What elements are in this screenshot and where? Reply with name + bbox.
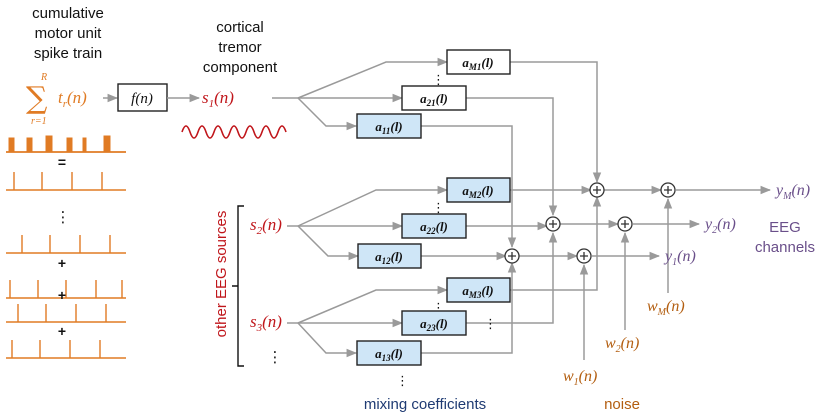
cortical-title-line-1: cortical [216, 19, 264, 36]
spike-train-title-line-3: spike train [34, 45, 102, 62]
plus-sign: + [58, 323, 66, 339]
coef-dots: ⋮ [432, 201, 445, 216]
arrow-s2-to-a12 [297, 225, 360, 261]
sum-node-icon [589, 182, 605, 198]
coef-box-aM2 [446, 177, 511, 203]
a23-to-sum2 [466, 231, 558, 324]
sum-node-icon [545, 216, 561, 232]
spike-bar [8, 137, 15, 153]
spike-bar [26, 137, 33, 153]
spike-train-2 [6, 235, 126, 254]
spike-train-5 [6, 340, 126, 359]
noise-wM: wM(n) [647, 298, 685, 318]
coef-a12: a12(l) [375, 249, 403, 266]
sum-node-icon [660, 182, 676, 198]
eeg-channels-line-2: channels [755, 239, 815, 256]
noise-w2: w2(n) [605, 335, 639, 355]
other-sources-label: other EEG sources [213, 211, 230, 338]
coef-box-aM3 [446, 277, 511, 303]
plus-sign: + [58, 287, 66, 303]
coef-dots: ⋮ [432, 73, 445, 88]
source-s3: s3(n) [250, 312, 282, 334]
coef-a11: a11(l) [375, 119, 402, 136]
spike-train-1 [6, 172, 126, 191]
coef-box-a11 [356, 113, 422, 139]
a13-to-sum1 [421, 261, 517, 354]
aM3-to-sumM [510, 195, 602, 291]
a21-to-sum2 [466, 97, 558, 217]
sum-lower-limit: r=1 [31, 116, 47, 127]
spike-train-title: cumulative motor unit spike train [32, 5, 104, 62]
sum-formula: R ∑ r=1 tr(n) [26, 72, 87, 127]
noise-caption: noise [604, 396, 640, 413]
coef-box-aM1 [446, 49, 511, 75]
coef-a22: a22(l) [420, 219, 448, 236]
source-s2: s2(n) [250, 215, 282, 237]
coefficient-group-2: aM2(l) ⋮ a22(l) a12(l) [357, 177, 511, 269]
transfer-function-label: f(n) [131, 91, 153, 107]
transfer-function-box [117, 83, 168, 112]
spike-train-title-line-2: motor unit [35, 25, 103, 42]
arrow-s1-to-a11 [297, 97, 358, 131]
coef-dots: ⋮ [396, 374, 409, 389]
spike-train-title-line-1: cumulative [32, 5, 104, 22]
sum-term: tr(n) [58, 88, 87, 110]
signal-connections [272, 57, 772, 360]
motor-unit-trains [6, 172, 126, 359]
coef-box-a13 [356, 340, 422, 366]
coef-aM3: aM3(l) [462, 283, 493, 300]
coefficient-group-1: aM1(l) ⋮ a21(l) a11(l) [356, 49, 511, 139]
adder-nodes [504, 182, 676, 264]
cortical-title-line-2: tremor [218, 39, 261, 56]
spike-bar [82, 137, 87, 153]
coef-box-a12 [357, 243, 422, 269]
cortical-title-line-3: component [203, 59, 278, 76]
spike-train-4 [6, 304, 126, 323]
cortical-title: cortical tremor component [203, 19, 278, 76]
equals-sign: = [58, 154, 66, 170]
coef-box-a22 [401, 213, 467, 239]
sources-ellipsis: ⋮ [268, 348, 283, 366]
coef-aM1: aM1(l) [462, 55, 493, 72]
sum-node-icon [504, 248, 520, 264]
arrow-s3-to-aM3 [297, 285, 449, 324]
coef-box-a21 [401, 85, 467, 111]
sum-node-icon [617, 216, 633, 232]
eeg-channels-label: EEG channels [755, 219, 815, 256]
aM1-to-sumM [510, 61, 602, 184]
coef-aM2: aM2(l) [462, 183, 493, 200]
a11-to-sum1 [421, 125, 517, 249]
output-yM: yM(n) [774, 182, 810, 202]
plus-sign: + [58, 255, 66, 271]
sum-upper-limit: R [40, 72, 47, 83]
noise-w1: w1(n) [563, 368, 597, 388]
coef-a21: a21(l) [420, 91, 448, 108]
coef-box-a23 [401, 310, 467, 336]
coef-a13: a13(l) [375, 346, 403, 363]
source-s1: s1(n) [202, 88, 234, 110]
coef-a23: a23(l) [420, 316, 448, 333]
tremor-sine-wave [181, 125, 287, 139]
spike-train-3 [6, 280, 126, 299]
mixing-coefficients-caption: mixing coefficients [364, 396, 486, 413]
arrow-s3-to-a13 [297, 322, 358, 358]
output-y1: y1(n) [663, 248, 696, 268]
arrow-s2-to-aM2 [297, 185, 449, 227]
sources-brace [232, 205, 244, 367]
sigma-icon: ∑ [26, 81, 48, 116]
spike-bar [66, 137, 73, 153]
spike-bar [103, 135, 111, 153]
cumulative-spike-train [6, 135, 126, 153]
spike-bar [45, 135, 53, 153]
output-y2: y2(n) [703, 216, 736, 236]
sum-node-icon [576, 248, 592, 264]
coef-dots: ⋮ [484, 317, 497, 332]
eeg-channels-line-1: EEG [769, 219, 801, 236]
arrow-s1-to-aM1 [297, 57, 449, 99]
coefficient-group-3: aM3(l) ⋮ a23(l) ⋮ a13(l) ⋮ [356, 277, 511, 389]
spike-ellipsis: ⋮ [56, 208, 71, 226]
spike-plus-signs: + + + [58, 255, 66, 339]
